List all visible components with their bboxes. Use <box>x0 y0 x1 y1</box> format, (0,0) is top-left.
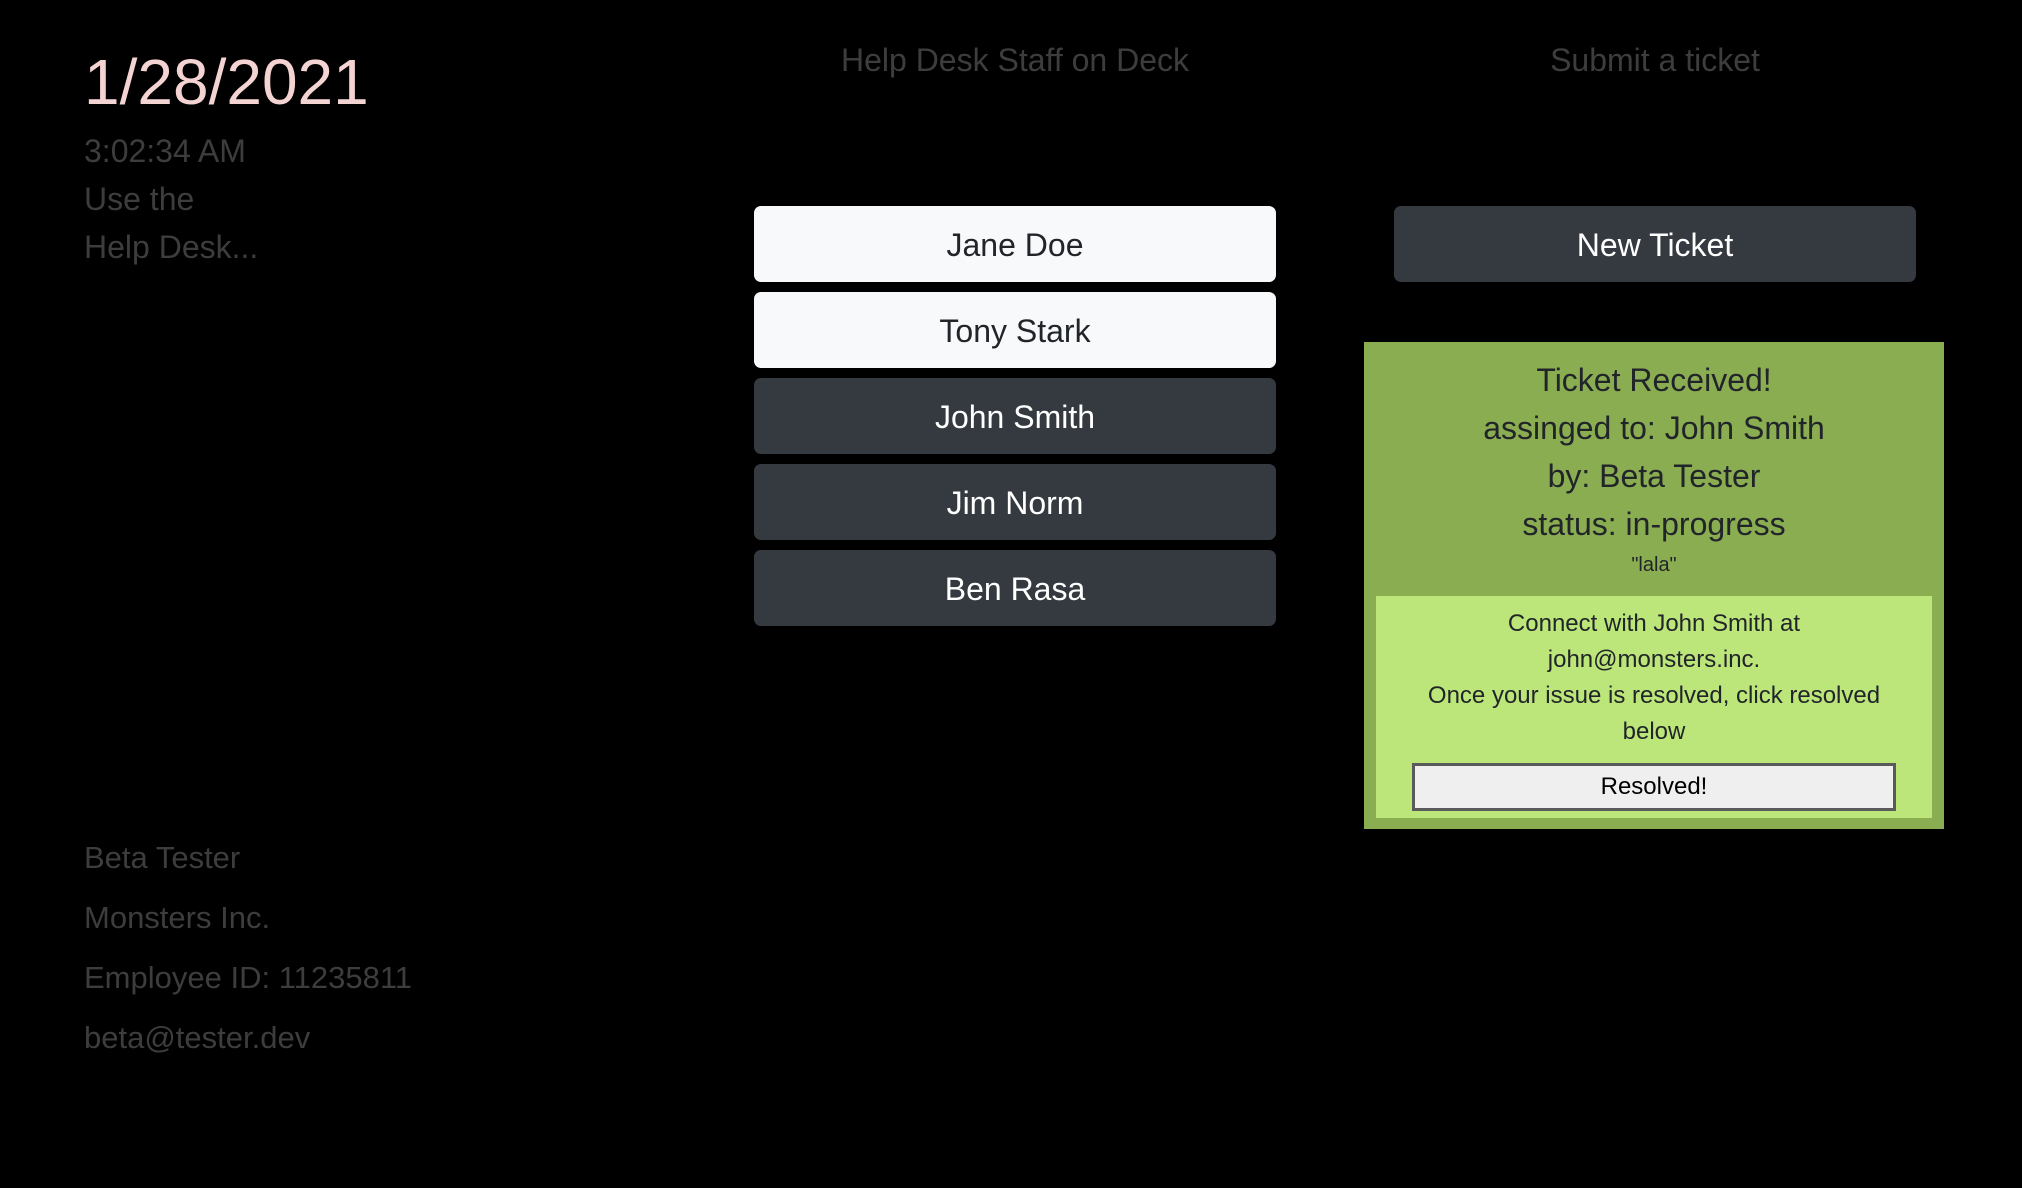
ticket-assigned: assinged to: John Smith <box>1483 410 1825 446</box>
intro-text-line-1: Use the <box>84 181 195 217</box>
ticket-card: Ticket Received! assinged to: John Smith… <box>1364 342 1944 829</box>
staff-button-jim-norm[interactable]: Jim Norm <box>754 464 1276 540</box>
connect-box: Connect with John Smith at john@monsters… <box>1376 596 1932 818</box>
current-date: 1/28/2021 <box>84 46 369 118</box>
staff-button-tony-stark[interactable]: Tony Stark <box>754 292 1276 368</box>
profile-employee-id: Employee ID: 11235811 <box>84 960 413 995</box>
ticket-status: status: in-progress <box>1522 506 1786 542</box>
connect-line-1: Connect with John Smith at <box>1507 610 1801 637</box>
profile-email: beta@tester.dev <box>84 1020 311 1055</box>
ticket-by: by: Beta Tester <box>1547 458 1761 494</box>
new-ticket-button[interactable]: New Ticket <box>1394 206 1916 282</box>
staff-button-jane-doe[interactable]: Jane Doe <box>754 206 1276 282</box>
connect-line-4: below <box>1622 718 1686 745</box>
staff-button-ben-rasa[interactable]: Ben Rasa <box>754 550 1276 626</box>
current-time: 3:02:34 AM <box>84 133 246 169</box>
staff-list: Jane Doe Tony Stark John Smith Jim Norm … <box>754 206 1276 636</box>
connect-line-3: Once your issue is resolved, click resol… <box>1427 682 1881 709</box>
resolved-button[interactable]: Resolved! <box>1412 763 1896 811</box>
profile-company: Monsters Inc. <box>84 900 271 935</box>
staff-button-john-smith[interactable]: John Smith <box>754 378 1276 454</box>
intro-text-line-2: Help Desk... <box>84 229 259 265</box>
connect-email: john@monsters.inc. <box>1547 646 1761 673</box>
submit-heading: Submit a ticket <box>1550 42 1760 78</box>
ticket-note: "lala" <box>1631 554 1677 576</box>
profile-name: Beta Tester <box>84 840 241 875</box>
staff-heading: Help Desk Staff on Deck <box>840 42 1189 78</box>
ticket-title: Ticket Received! <box>1536 362 1772 398</box>
